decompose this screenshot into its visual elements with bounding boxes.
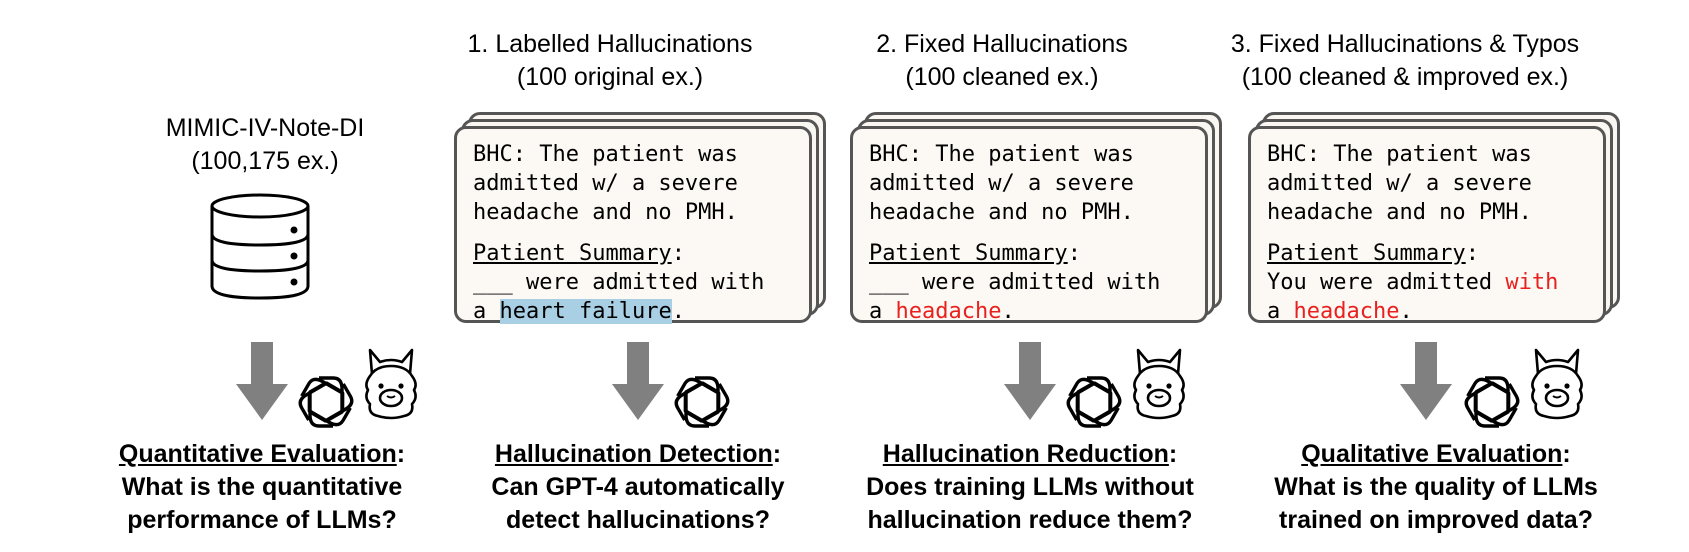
summary-text: .: [1001, 299, 1015, 324]
summary-line-1: You were admitted with: [1267, 268, 1603, 297]
question-label: Qualitative Evaluation: [1301, 440, 1563, 468]
hallucination-highlight: heart failure: [499, 299, 672, 324]
bhc-line: admitted w/ a severe: [473, 171, 738, 196]
question-line: performance of LLMs?: [127, 506, 397, 534]
bhc-line: headache and no PMH.: [869, 200, 1134, 225]
llama-icon: [365, 348, 417, 420]
question-line: What is the quality of LLMs: [1274, 473, 1598, 501]
summary-line-2: a headache.: [1267, 297, 1603, 326]
question-label: Hallucination Detection: [494, 440, 773, 468]
dataset-label: MIMIC-IV-Note-DI (100,175 ex.): [115, 112, 415, 178]
fixed-text: headache: [1293, 299, 1400, 324]
bhc-line: headache and no PMH.: [1267, 200, 1532, 225]
bhc-line: BHC: The patient was: [1267, 142, 1532, 167]
example-card: BHC: The patient was admitted w/ a severe…: [850, 126, 1208, 326]
fixed-text: with: [1505, 270, 1559, 295]
summary-heading: Patient Summary:: [869, 239, 1205, 268]
dataset-count: (100,175 ex.): [191, 147, 339, 175]
summary-text: a: [1267, 299, 1294, 324]
database-icon: [210, 193, 310, 300]
card-stack-2: BHC: The patient was admitted w/ a severe…: [850, 112, 1222, 324]
summary-text: .: [1399, 299, 1413, 324]
summary-line-2: a heart failure.: [473, 297, 809, 326]
panel-title: 2. Fixed Hallucinations: [876, 30, 1128, 58]
summary-text: .: [671, 299, 685, 324]
question-heading: Qualitative Evaluation:: [1236, 438, 1636, 471]
example-card: BHC: The patient was admitted w/ a severe…: [454, 126, 812, 326]
example-card: BHC: The patient was admitted w/ a severe…: [1248, 126, 1606, 326]
bhc-line: headache and no PMH.: [473, 200, 738, 225]
dataset-title: MIMIC-IV-Note-DI: [165, 114, 365, 142]
bhc-line: BHC: The patient was: [473, 142, 738, 167]
question-block-1: Quantitative Evaluation: What is the qua…: [72, 438, 452, 537]
down-arrow-icon: [612, 342, 664, 420]
summary-label: Patient Summary: [473, 241, 672, 266]
panel-title: 1. Labelled Hallucinations: [467, 30, 753, 58]
summary-line-1: ___ were admitted with: [473, 268, 809, 297]
panel-subtitle: (100 original ex.): [516, 63, 704, 91]
summary-colon: :: [1465, 241, 1479, 266]
question-heading: Hallucination Detection:: [448, 438, 828, 471]
question-label: Hallucination Reduction: [882, 440, 1169, 468]
panel-title: 3. Fixed Hallucinations & Typos: [1230, 30, 1580, 58]
summary-label: Patient Summary: [869, 241, 1068, 266]
question-line: hallucination reduce them?: [867, 506, 1193, 534]
bhc-line: admitted w/ a severe: [1267, 171, 1532, 196]
summary-colon: :: [1067, 241, 1081, 266]
down-arrow-icon: [1400, 342, 1452, 420]
panel-subtitle: (100 cleaned & improved ex.): [1241, 63, 1569, 91]
question-block-2: Hallucination Detection: Can GPT-4 autom…: [448, 438, 828, 537]
bhc-line: admitted w/ a severe: [869, 171, 1134, 196]
question-line: Does training LLMs without: [866, 473, 1194, 501]
llama-icon: [1531, 348, 1583, 420]
summary-colon: :: [671, 241, 685, 266]
question-line: detect hallucinations?: [506, 506, 770, 534]
summary-text: ___ were admitted with: [473, 270, 765, 295]
card-stack-3: BHC: The patient was admitted w/ a severe…: [1248, 112, 1620, 324]
question-line: trained on improved data?: [1279, 506, 1593, 534]
panel-heading-3: 3. Fixed Hallucinations & Typos (100 cle…: [1205, 28, 1605, 94]
question-colon: :: [1168, 440, 1178, 468]
summary-heading: Patient Summary:: [1267, 239, 1603, 268]
summary-label: Patient Summary: [1267, 241, 1466, 266]
card-stack-1: BHC: The patient was admitted w/ a severe…: [454, 112, 826, 324]
panel-heading-1: 1. Labelled Hallucinations (100 original…: [430, 28, 790, 94]
question-colon: :: [396, 440, 406, 468]
bhc-line: BHC: The patient was: [869, 142, 1134, 167]
summary-line-2: a headache.: [869, 297, 1205, 326]
panel-heading-2: 2. Fixed Hallucinations (100 cleaned ex.…: [822, 28, 1182, 94]
question-heading: Hallucination Reduction:: [830, 438, 1230, 471]
question-line: Can GPT-4 automatically: [491, 473, 785, 501]
down-arrow-icon: [1004, 342, 1056, 420]
openai-logo-icon: [298, 376, 354, 428]
fixed-text: headache: [895, 299, 1002, 324]
openai-logo-icon: [1066, 376, 1122, 428]
question-colon: :: [1562, 440, 1571, 468]
llama-icon: [1133, 348, 1185, 420]
question-label: Quantitative Evaluation: [118, 440, 397, 468]
question-colon: :: [772, 440, 782, 468]
summary-heading: Patient Summary:: [473, 239, 809, 268]
question-block-4: Qualitative Evaluation: What is the qual…: [1236, 438, 1636, 537]
question-block-3: Hallucination Reduction: Does training L…: [830, 438, 1230, 537]
question-line: What is the quantitative: [121, 473, 403, 501]
summary-line-1: ___ were admitted with: [869, 268, 1205, 297]
openai-logo-icon: [1464, 376, 1520, 428]
summary-text: a: [473, 299, 500, 324]
down-arrow-icon: [236, 342, 288, 420]
summary-text: You were admitted: [1267, 270, 1506, 295]
question-heading: Quantitative Evaluation:: [72, 438, 452, 471]
summary-text: a: [869, 299, 896, 324]
panel-subtitle: (100 cleaned ex.): [905, 63, 1099, 91]
summary-text: ___ were admitted with: [869, 270, 1161, 295]
openai-logo-icon: [674, 376, 730, 428]
